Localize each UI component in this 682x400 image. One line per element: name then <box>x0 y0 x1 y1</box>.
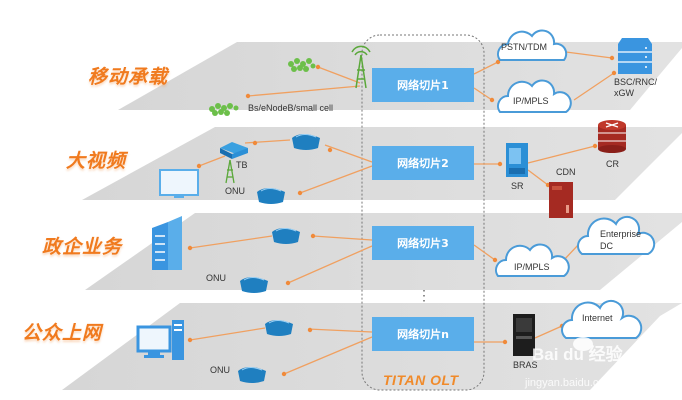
cdn-server-icon <box>549 182 573 218</box>
onu-modem-icon <box>272 228 300 244</box>
cloud-label-ipmpls: IP/MPLS <box>513 96 549 106</box>
link <box>565 51 613 59</box>
core-label-line1: BSC/RNC/ <box>614 77 658 87</box>
core-label-line2: xGW <box>614 88 634 98</box>
link <box>244 139 291 144</box>
dc-label-line2: DC <box>600 241 613 251</box>
link <box>473 61 499 75</box>
network-slice-1: 网络切片1 <box>372 68 474 102</box>
bras-server-icon <box>513 314 535 356</box>
onu-label: ONU <box>225 186 245 196</box>
server-stack-icon <box>618 38 652 74</box>
baidu-paw-icon <box>572 325 594 351</box>
desktop-pc-icon <box>136 320 184 360</box>
watermark-url: jingyan.baidu.com <box>525 377 614 389</box>
link <box>473 87 493 101</box>
cell-tower-icon <box>351 45 371 89</box>
layer-title-enterprise: 政企业务 <box>42 236 123 258</box>
cloud-label-internet: Internet <box>582 313 613 323</box>
link <box>283 336 373 375</box>
stb-label: TB <box>236 160 248 170</box>
link <box>573 72 615 101</box>
link <box>473 244 496 261</box>
cloud-icon-ipmpls-2 <box>495 243 570 277</box>
small-cell-icon <box>209 103 239 116</box>
network-slice-2: 网络切片2 <box>372 146 474 180</box>
office-building-icon <box>152 216 182 270</box>
tv-monitor-icon <box>159 169 199 198</box>
onu-label: ONU <box>210 365 230 375</box>
cloud-icon-pstn <box>497 29 568 61</box>
dc-label-line1: Enterprise <box>600 229 642 239</box>
bras-label: BRAS <box>513 360 538 370</box>
sr-label: SR <box>511 181 524 191</box>
layer-title-video: 大视频 <box>66 150 127 172</box>
onu-modem-icon <box>257 188 285 204</box>
onu-modem-icon <box>292 134 320 150</box>
small-cell-icon <box>288 58 316 72</box>
set-top-box-icon <box>220 142 248 159</box>
link <box>317 66 361 84</box>
link <box>324 144 373 163</box>
link <box>287 245 373 284</box>
cr-label: CR <box>606 159 619 169</box>
cloud-icon-enterprise-dc <box>577 215 656 255</box>
link <box>198 155 226 167</box>
link <box>189 327 266 341</box>
onu-antenna-icon <box>225 159 235 184</box>
link <box>307 328 373 333</box>
slice-ellipsis: ⋮ <box>417 287 431 303</box>
core-router-icon <box>598 120 626 153</box>
link <box>247 85 361 97</box>
link <box>527 145 596 164</box>
onu-label: ONU <box>206 273 226 283</box>
layer-title-mobile: 移动承载 <box>88 66 169 88</box>
watermark-brand: Bai du 经验 <box>532 345 623 364</box>
layer-title-internet: 公众上网 <box>22 322 103 344</box>
olt-frame <box>361 34 485 391</box>
olt-label: TITAN OLT <box>383 372 459 388</box>
link <box>189 235 273 249</box>
network-slice-n: 网络切片n <box>372 317 474 351</box>
onu-modem-icon <box>238 367 266 383</box>
cloud-label-pstn: PSTN/TDM <box>501 42 547 52</box>
cloud-label-ipmpls: IP/MPLS <box>514 262 550 272</box>
network-slice-3: 网络切片3 <box>372 226 474 260</box>
link <box>299 165 373 194</box>
access-label: Bs/eNodeB/small cell <box>248 103 334 113</box>
link <box>534 325 563 339</box>
service-router-icon <box>506 143 528 177</box>
link <box>527 169 549 186</box>
cdn-label: CDN <box>556 167 576 177</box>
onu-modem-icon <box>265 320 293 336</box>
cloud-icon-ipmpls-1 <box>497 79 572 113</box>
onu-modem-icon <box>240 277 268 293</box>
link <box>312 235 373 241</box>
